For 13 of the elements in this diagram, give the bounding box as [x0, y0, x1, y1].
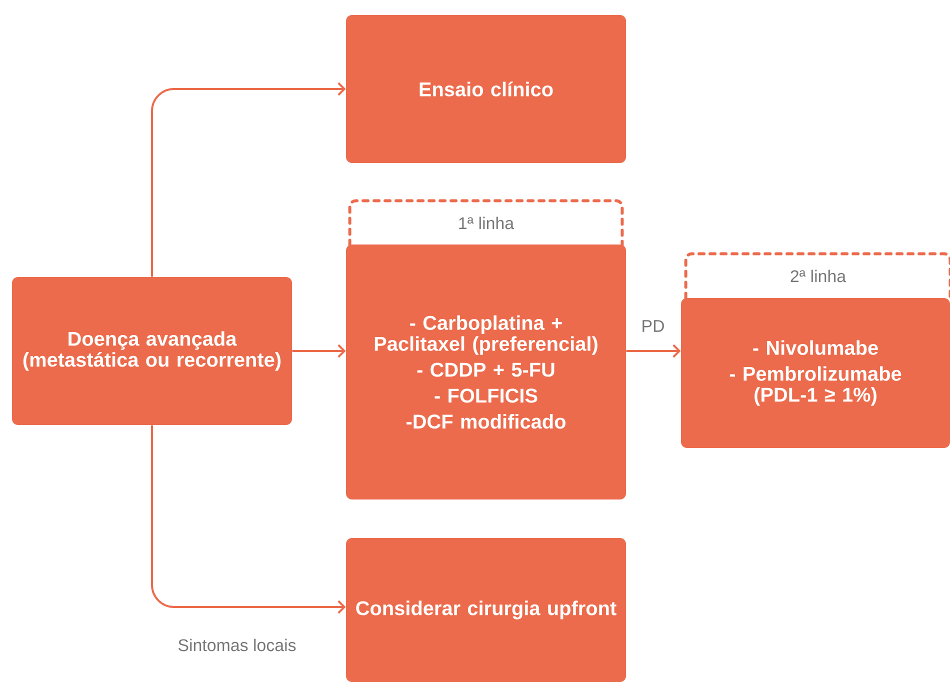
dashed-tab: 1ª linha	[348, 199, 624, 247]
dashed-tab: 2ª linha	[684, 252, 950, 300]
process-box: Ensaio clínico	[346, 15, 626, 163]
edge-label: Sintomas locais	[176, 638, 298, 652]
process-box: Considerar cirurgia upfront	[346, 538, 626, 682]
arrow	[292, 344, 346, 358]
process-box: Doença avançada (metastática ou recorrente)	[12, 277, 292, 425]
edge-label: PD	[640, 319, 666, 333]
process-box: - Carboplatina + Paclitaxel (preferencial) - CDDP + 5-FU - FOLFICIS -DCF modificado	[346, 244, 626, 500]
arrow	[151, 82, 346, 277]
arrow	[626, 344, 681, 358]
arrow	[151, 425, 346, 614]
process-box: - Nivolumabe - Pembrolizumabe (PDL-1 ≥ 1%)	[681, 298, 950, 448]
